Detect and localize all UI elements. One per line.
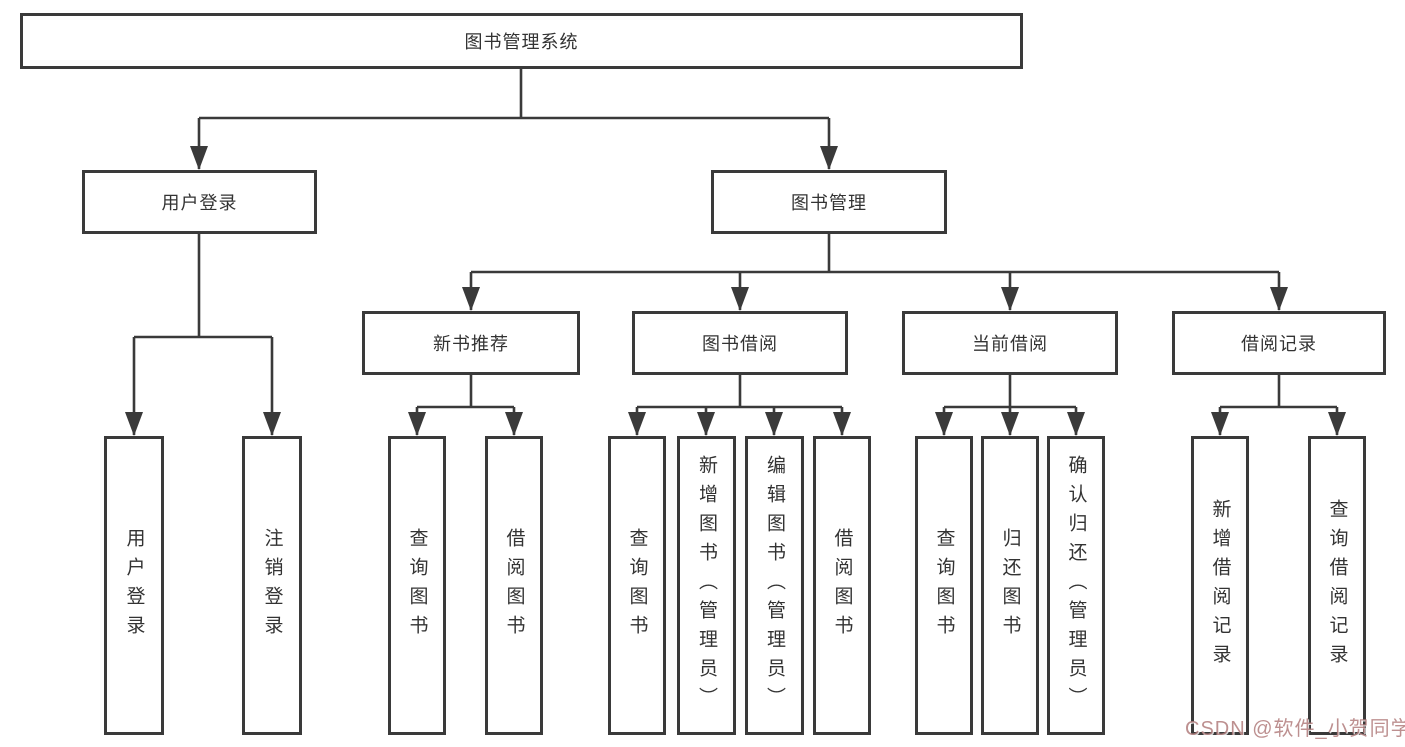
node-user-login: 用户登录 — [82, 170, 317, 234]
node-new-book-recommendation: 新书推荐 — [362, 311, 580, 375]
node-root: 图书管理系统 — [20, 13, 1023, 69]
leaf-cb-return-books: 归还图书 — [981, 436, 1039, 735]
leaf-user-login-label: 用户登录 — [123, 527, 145, 644]
node-borrowing-records-label: 借阅记录 — [1241, 334, 1317, 354]
leaf-cb-return-books-label: 归还图书 — [999, 527, 1021, 644]
leaf-br-query-record-label: 查询借阅记录 — [1326, 498, 1348, 673]
node-book-management-label: 图书管理 — [791, 193, 867, 213]
leaf-br-add-record-label: 新增借阅记录 — [1209, 498, 1231, 673]
leaf-bb-query-books: 查询图书 — [608, 436, 666, 735]
leaf-bb-add-books-admin: 新增图书（管理员） — [677, 436, 736, 735]
node-book-borrowing-label: 图书借阅 — [702, 334, 778, 354]
arrowheads — [125, 146, 1346, 436]
node-book-borrowing: 图书借阅 — [632, 311, 848, 375]
leaf-bb-query-books-label: 查询图书 — [626, 527, 648, 644]
node-root-label: 图书管理系统 — [464, 32, 579, 52]
leaf-nb-query-books: 查询图书 — [388, 436, 446, 735]
leaf-cb-query-books-label: 查询图书 — [933, 527, 955, 644]
node-new-book-recommendation-label: 新书推荐 — [433, 334, 509, 354]
leaf-bb-borrow-books: 借阅图书 — [813, 436, 871, 735]
leaf-nb-query-books-label: 查询图书 — [406, 527, 428, 644]
leaf-nb-borrow-books-label: 借阅图书 — [503, 527, 525, 644]
leaf-bb-borrow-books-label: 借阅图书 — [831, 527, 853, 644]
leaf-bb-edit-books-admin-label: 编辑图书（管理员） — [764, 455, 785, 716]
node-current-borrowing-label: 当前借阅 — [972, 334, 1048, 354]
leaf-cb-query-books: 查询图书 — [915, 436, 973, 735]
csdn-watermark: CSDN @软件_小贺同学 — [1185, 718, 1405, 740]
leaf-bb-edit-books-admin: 编辑图书（管理员） — [745, 436, 804, 735]
leaf-logout-label: 注销登录 — [261, 527, 283, 644]
leaf-logout: 注销登录 — [242, 436, 302, 735]
node-user-login-label: 用户登录 — [161, 193, 238, 213]
leaf-br-add-record: 新增借阅记录 — [1191, 436, 1249, 735]
leaf-nb-borrow-books: 借阅图书 — [485, 436, 543, 735]
leaf-cb-confirm-return-admin-label: 确认归还（管理员） — [1065, 455, 1087, 716]
node-book-management: 图书管理 — [711, 170, 947, 234]
leaf-br-query-record: 查询借阅记录 — [1308, 436, 1366, 735]
node-current-borrowing: 当前借阅 — [902, 311, 1118, 375]
leaf-cb-confirm-return-admin: 确认归还（管理员） — [1047, 436, 1105, 735]
leaf-bb-add-books-admin-label: 新增图书（管理员） — [696, 455, 717, 716]
leaf-user-login: 用户登录 — [104, 436, 164, 735]
node-borrowing-records: 借阅记录 — [1172, 311, 1386, 375]
